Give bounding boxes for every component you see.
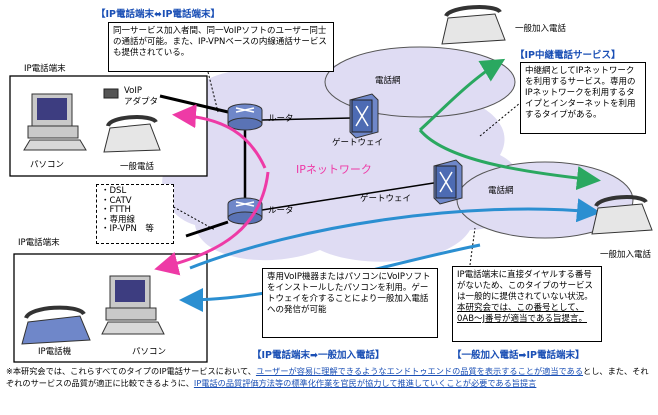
terminal-bottom-title: IP電話端末 [18,238,60,248]
note-ip-general: 専用VoIP機器またはパソコンにVoIPソフトをインストールしたパソコンを利用。… [262,268,438,338]
header-relay-label: IP中継電話サービス [524,50,612,61]
note-ip-ip: 同一サービス加入者間、同一VoIPソフトのユーザー同士の通話が可能。また、IP-… [108,22,334,72]
green-arrow-right [418,129,601,191]
header-general-ip-right: IP電話端末 [526,350,576,361]
header-ip-general-right: 一般加入電話 [317,350,375,361]
general-phone-top-label: 一般加入電話 [515,24,567,34]
note-general-ip-proposal: 本研究会では、この番号として、0AB〜J番号が適当である旨提言。 [457,303,587,324]
footnote-part2: とし、また、それぞれのサービスの品質が適正に比較できるように、 [6,366,649,388]
note-general-ip-main: IP電話端末に直接ダイヤルする番号がないため、このタイプのサービスは一般的に提供… [457,270,594,302]
ip-phone-label: IP電話機 [38,347,72,357]
phone-top-left-icon [103,115,161,153]
phone-top-label: 一般電話 [120,162,155,172]
gateway-top-icon [349,93,379,139]
gateway-top-label: ゲートウェイ [332,138,384,148]
phone-net-right-label: 電話網 [488,186,514,196]
voip-adapter-label: VoIP アダプタ [124,86,159,107]
blue-arrow-to-phone [189,198,601,270]
header-ip-ip-right: IP電話端末 [161,9,211,20]
pink-arrow-bottom [154,171,270,276]
pc-bottom-icon [101,275,165,335]
header-general-ip: 【一般加入電話➡IP電話端末】 [452,350,585,361]
header-relay: 【IP中継電話サービス】 [515,50,621,61]
header-ip-ip: 【IP電話端末⬌IP電話端末】 [96,9,220,20]
pc-bottom-label: パソコン [132,347,167,357]
phone-top-right-icon [441,5,506,45]
footnote-underline1: ユーザーが容易に理解できるようなエンドトゥエンドの品質を表示することが適当である [255,366,584,376]
general-phone-right-label: 一般加入電話 [600,250,652,260]
green-arrow-up [418,58,506,132]
pc-top-icon [23,93,87,151]
ip-phone-icon [21,305,91,345]
header-ip-general-left: IP電話端末 [261,350,311,361]
header-general-ip-left: 一般加入電話 [461,350,519,361]
gateway-mid-label: ゲートウェイ [360,194,412,204]
header-ip-ip-left: IP電話端末 [105,9,155,20]
footnote-part1: ※本研究会では、これらすべてのタイプのIP電話サービスにおいて、 [6,366,256,376]
terminal-top-title: IP電話端末 [24,64,66,74]
access-lines-box: ・DSL ・CATV ・FTTH ・専用線 ・IP-VPN 等 [96,184,174,244]
access-line-leased: ・専用線 [101,214,136,225]
access-line-catv: ・CATV [101,195,132,206]
router-top-label: ルータ [268,114,294,124]
pc-top-label: パソコン [30,160,65,170]
phone-right-icon [591,195,653,235]
access-line-dsl: ・DSL [101,186,127,196]
router-mid-label: ルータ [268,206,294,216]
gateway-mid-icon [433,159,463,205]
ip-network-label: IPネットワーク [296,163,372,176]
voip-adapter-icon [103,88,119,99]
pink-arrow-top [172,104,267,169]
note-general-ip: IP電話端末に直接ダイヤルする番号がないため、このタイプのサービスは一般的に提供… [452,266,602,342]
phone-net-top-label: 電話網 [375,76,401,86]
access-line-ipvpn: ・IP-VPN 等 [101,224,154,234]
footnote: ※本研究会では、これらすべてのタイプのIP電話サービスにおいて、ユーザーが容易に… [6,365,656,389]
note-relay: 中継網としてIPネットワークを利用するサービス。専用のIPネットワークを利用する… [520,62,646,134]
footnote-underline2: IP電話の品質評価方法等の標準化作業を官民が協力して推進していくことが必要である… [193,378,537,388]
access-line-ftth: ・FTTH [101,205,131,215]
header-ip-general: 【IP電話端末➡一般加入電話】 [252,350,385,361]
router-top-icon [227,103,263,131]
